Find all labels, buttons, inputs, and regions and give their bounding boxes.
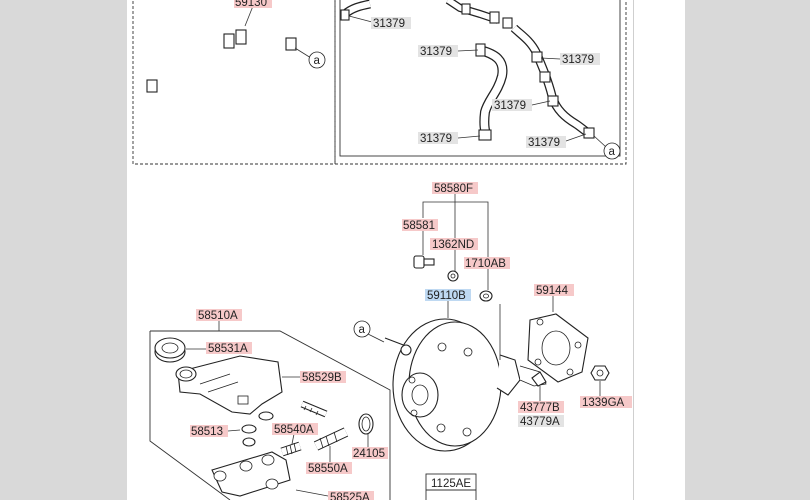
label-bg-58540A (272, 423, 318, 435)
hose-assembly-box-left (132, 0, 336, 165)
label-31379-3[interactable]: 31379 (562, 54, 594, 66)
vacuum-hose-right-upper[interactable] (340, 0, 513, 29)
leader-a-right (593, 135, 607, 148)
hose-inner-box (339, 0, 621, 157)
leader-31379-6 (565, 133, 587, 142)
label-bg-31379-2 (418, 45, 458, 57)
vacuum-hose-right-lower[interactable] (510, 24, 595, 139)
clip-43777B[interactable] (531, 371, 547, 387)
leader-31379-3 (540, 57, 561, 60)
vacuum-hose-right-middle[interactable] (475, 43, 508, 141)
label-bg-43777B (518, 401, 564, 413)
label-bg-31379-6 (526, 136, 566, 148)
bolt-58581[interactable] (413, 255, 435, 269)
leader-58513 (227, 429, 241, 432)
master-cylinder-box-left (149, 331, 231, 500)
label-58525A[interactable]: 58525A (330, 492, 370, 500)
label-58529B[interactable]: 58529B (302, 372, 342, 384)
ref-a-booster-text: a (359, 324, 366, 336)
label-bg-59130 (234, 0, 272, 8)
label-bg-31379-5 (418, 132, 458, 144)
grommet-58513[interactable] (241, 411, 274, 447)
spring-58540A[interactable] (280, 441, 302, 457)
label-31379-1[interactable]: 31379 (373, 18, 405, 30)
label-bg-58581 (402, 219, 438, 231)
label-bg-31379-1 (371, 17, 411, 29)
label-bg-58529B (300, 371, 346, 383)
grommet-1710AB[interactable] (479, 290, 493, 302)
label-bg-58525A (328, 491, 374, 500)
ref-circle-a-left (308, 51, 326, 69)
brake-booster-59110B[interactable] (384, 318, 547, 452)
label-bg-24105 (352, 447, 388, 459)
label-bg-1362ND (430, 238, 478, 250)
label-bg-1710AB (464, 257, 510, 269)
label-bg-58513 (190, 425, 228, 437)
label-58540A[interactable]: 58540A (274, 424, 314, 436)
leader-31379-5 (457, 135, 481, 139)
ref-a-left-text: a (314, 55, 321, 67)
label-59144[interactable]: 59144 (536, 285, 569, 297)
fastener-box-1125AE (425, 473, 477, 500)
ref-a-right-text: a (609, 146, 616, 158)
label-59130[interactable]: 59130 (235, 0, 267, 9)
leader-31379-4 (531, 100, 551, 106)
label-bg-58510A (196, 309, 242, 321)
label-1339GA[interactable]: 1339GA (582, 397, 625, 409)
o-ring-24105[interactable] (358, 413, 374, 435)
sheet-edge (633, 0, 634, 500)
label-bg-58580F (432, 182, 478, 194)
leader-58540A (291, 433, 295, 445)
label-31379-5[interactable]: 31379 (420, 133, 452, 145)
label-1125AE[interactable]: 1125AE (431, 478, 471, 490)
leader-a-booster (367, 333, 385, 343)
label-58531A[interactable]: 58531A (208, 343, 248, 355)
retaining-pin[interactable] (300, 400, 328, 418)
label-bg-58531A (206, 342, 252, 354)
leader-31379-2 (457, 49, 479, 52)
label-bg-31379-4 (492, 99, 532, 111)
label-31379-6[interactable]: 31379 (528, 137, 560, 149)
leader-a-left (294, 47, 312, 59)
reservoir-cap-58531A[interactable] (154, 337, 186, 363)
label-31379-4[interactable]: 31379 (494, 100, 526, 112)
label-58513[interactable]: 58513 (191, 426, 223, 438)
reservoir-58529B[interactable] (175, 355, 283, 415)
label-bg-59110B (425, 289, 471, 301)
label-58510A[interactable]: 58510A (198, 310, 238, 322)
label-bg-1339GA (580, 396, 632, 408)
label-1362ND[interactable]: 1362ND (432, 239, 474, 251)
gasket-59144[interactable] (527, 313, 589, 383)
piston-58550A[interactable] (313, 427, 349, 451)
vacuum-hose-59130[interactable] (146, 29, 297, 93)
leader-31379-1 (348, 15, 373, 23)
label-24105[interactable]: 24105 (353, 448, 385, 460)
bracket-58580F (422, 201, 489, 258)
label-43777B[interactable]: 43777B (520, 402, 560, 414)
master-cylinder-body[interactable] (211, 451, 291, 497)
label-bg-43779A (518, 415, 564, 427)
label-31379-2[interactable]: 31379 (420, 46, 452, 58)
label-59110B[interactable]: 59110B (427, 290, 466, 302)
label-58550A[interactable]: 58550A (308, 463, 348, 475)
leader-59130 (244, 5, 254, 27)
label-bg-59144 (534, 284, 574, 296)
ref-circle-a-right (603, 142, 621, 160)
label-43779A[interactable]: 43779A (520, 416, 560, 428)
leader-58525A (295, 489, 329, 497)
label-58581[interactable]: 58581 (403, 220, 435, 232)
master-cylinder-box-top (150, 330, 391, 500)
nut-1339GA[interactable] (590, 365, 610, 381)
washer-1362ND[interactable] (447, 270, 459, 282)
ref-circle-a-booster (353, 320, 371, 338)
label-1710AB[interactable]: 1710AB (465, 258, 506, 270)
hose-assembly-box-right (334, 0, 627, 165)
label-bg-58550A (306, 462, 352, 474)
label-58580F[interactable]: 58580F (434, 183, 473, 195)
label-bg-31379-3 (560, 53, 600, 65)
